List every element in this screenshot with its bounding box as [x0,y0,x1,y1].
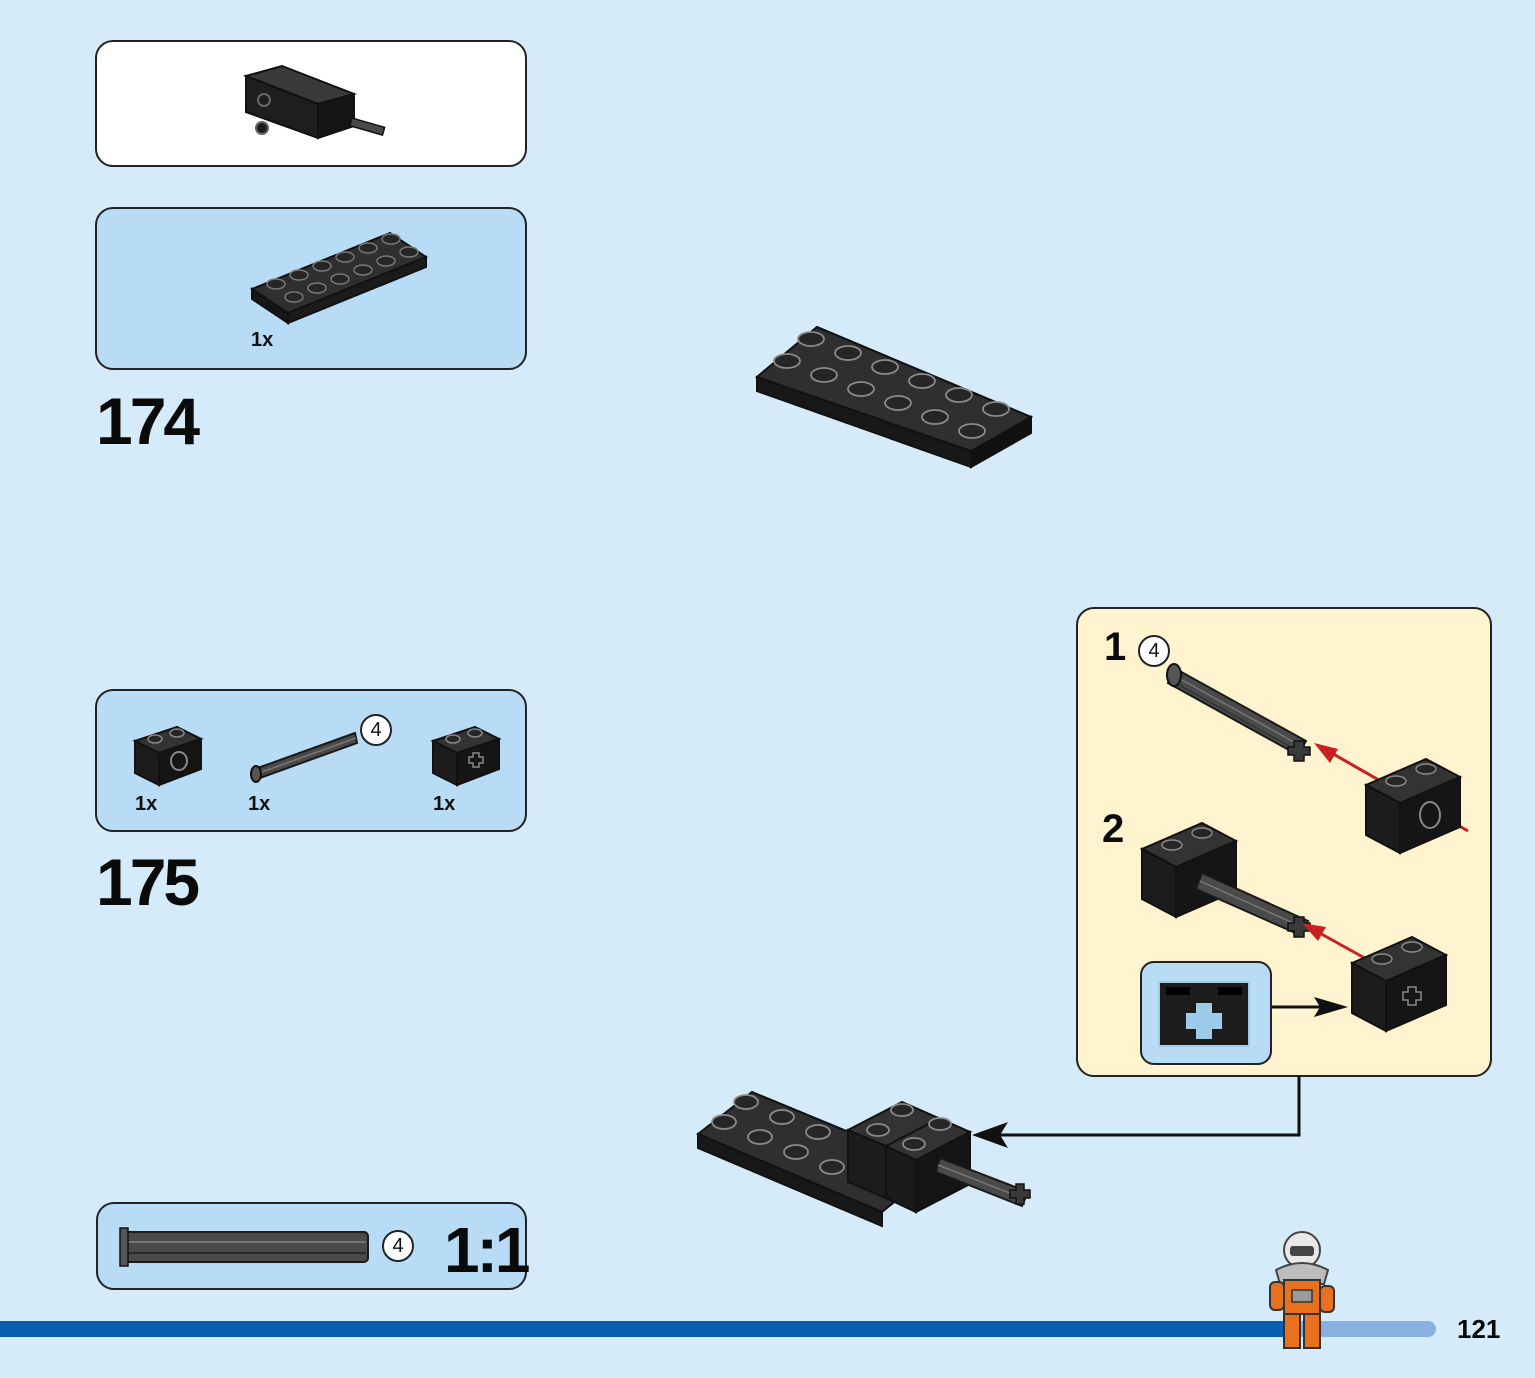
step-175-model [696,1090,1031,1228]
step-174-parts-box: 1x [95,207,527,370]
rotate-view-box [1140,961,1272,1065]
substep-1-axle-badge: 4 [1138,635,1170,667]
technic-brick-axle-hole-icon [430,725,502,787]
previous-model-box [95,40,527,167]
plate-2x6-icon [249,231,429,325]
scale-ratio: 1:1 [444,1214,530,1286]
technic-brick-pin-hole-icon [132,725,204,787]
substep-2-technic-brick-axle-hole [1349,935,1449,1033]
step-174-part-qty: 1x [251,329,274,351]
footer-bar [0,1321,1296,1337]
substep-2-brick-with-axle [1139,821,1311,938]
step-174-plate-model [754,325,1034,469]
sub-model-icon [242,64,386,140]
step-175-number: 175 [96,845,200,919]
astronaut-minifigure-icon [1269,1231,1335,1349]
footer-bar-light [1296,1321,1436,1337]
view-to-brick-arrow [1272,997,1348,1017]
axle-length-badge: 4 [360,714,392,746]
step-175-parts-box: 1x 4 1x 1x [95,689,527,832]
axle-4-icon [250,731,359,783]
scale-axle-badge: 4 [382,1230,414,1262]
step-175-part-2-qty: 1x [248,793,271,815]
axle-scale-icon [119,1227,369,1267]
step-175-part-1-qty: 1x [135,793,158,815]
subassembly-callout-box: 1 4 2 [1076,607,1492,1077]
page-number: 121 [1457,1314,1501,1344]
step-175-part-3-qty: 1x [433,793,456,815]
substep-1-axle [1166,663,1311,762]
brick-front-view-icon [1158,981,1250,1047]
substep-1-technic-brick [1363,757,1463,855]
scale-guide-box: 4 1:1 [96,1202,530,1290]
substep-2-red-arrow [1302,923,1371,963]
substep-1-label: 1 [1104,625,1127,669]
callout-connector-arrow [972,1076,1301,1148]
substep-2-label: 2 [1102,807,1125,851]
step-174-number: 174 [96,384,200,458]
